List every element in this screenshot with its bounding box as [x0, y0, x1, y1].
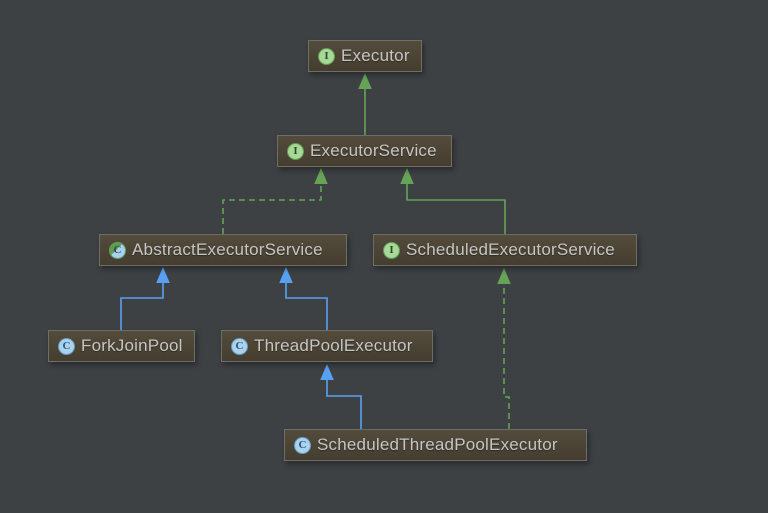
class-name-label: ThreadPoolExecutor	[254, 336, 413, 355]
edge-line	[120, 283, 164, 330]
class-name-label: ScheduledExecutorService	[406, 240, 615, 259]
class-name-label: ExecutorService	[310, 141, 437, 160]
arrowhead-icon	[400, 168, 414, 184]
arrowhead-icon	[497, 268, 511, 284]
class-node-executor[interactable]: I Executor	[308, 40, 422, 72]
interface-icon: I	[318, 47, 335, 65]
edge-line	[285, 283, 328, 330]
class-node-fork-join-pool[interactable]: C ForkJoinPool	[48, 330, 195, 362]
class-name-label: Executor	[341, 46, 410, 65]
arrowhead-icon	[358, 73, 372, 89]
class-icon: C	[58, 337, 75, 355]
class-node-executor-service[interactable]: I ExecutorService	[277, 135, 452, 167]
class-name-label: ScheduledThreadPoolExecutor	[317, 435, 558, 454]
edge-scheduledthreadpoolexecutor-extends-threadpoolexecutor	[320, 364, 362, 429]
edge-abstractexecutorservice-implements-executorservice	[222, 168, 328, 234]
edge-scheduledthreadpoolexecutor-implements-scheduledexecutorservice	[497, 268, 511, 429]
arrowhead-icon	[156, 267, 170, 283]
class-name-label: ForkJoinPool	[81, 336, 183, 355]
arrowhead-icon	[320, 364, 334, 380]
edge-line	[222, 184, 322, 234]
interface-icon: I	[383, 241, 400, 259]
edge-threadpoolexecutor-extends-abstractexecutorservice	[279, 267, 328, 330]
edge-line	[326, 380, 362, 429]
interface-icon: I	[287, 142, 304, 160]
class-icon: C	[231, 337, 248, 355]
class-name-label: AbstractExecutorService	[132, 240, 323, 259]
arrowhead-icon	[279, 267, 293, 283]
edge-line	[406, 184, 506, 234]
edge-scheduledexecutorservice-extends-executorservice	[400, 168, 506, 234]
class-node-scheduled-executor-service[interactable]: I ScheduledExecutorService	[373, 234, 637, 266]
edge-executorservice-extends-executor	[358, 73, 372, 135]
class-node-thread-pool-executor[interactable]: C ThreadPoolExecutor	[221, 330, 433, 362]
class-icon: C	[294, 436, 311, 454]
edge-line	[503, 284, 510, 429]
arrowhead-icon	[314, 168, 328, 184]
edge-forkjoinpool-extends-abstractexecutorservice	[120, 267, 170, 330]
class-node-abstract-executor-service[interactable]: C AbstractExecutorService	[99, 234, 347, 266]
class-node-scheduled-thread-pool-executor[interactable]: C ScheduledThreadPoolExecutor	[284, 429, 587, 461]
abstract-class-icon: C	[109, 241, 126, 259]
